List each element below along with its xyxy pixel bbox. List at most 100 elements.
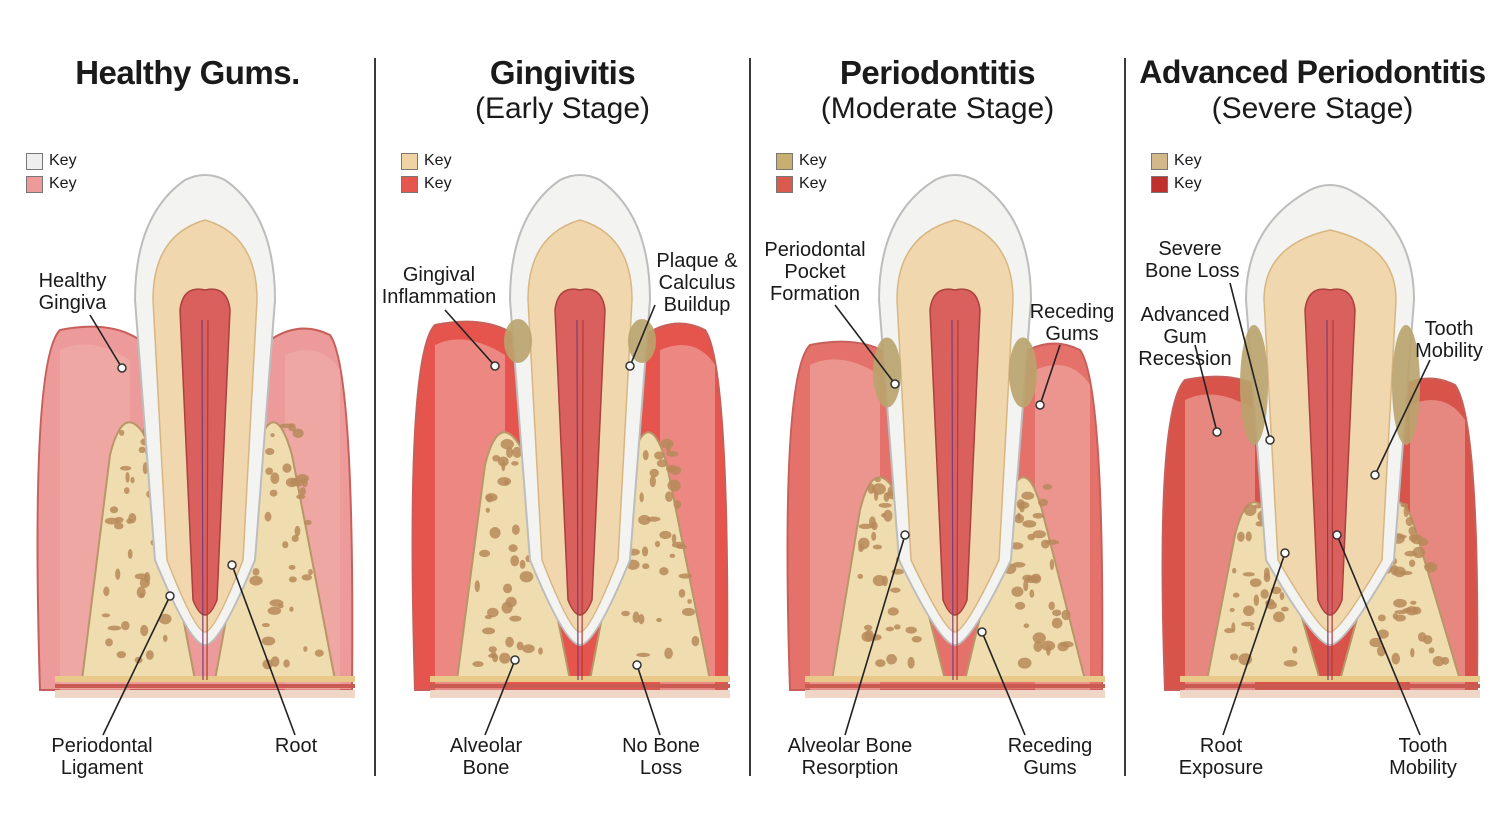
bone-pore (875, 659, 886, 667)
bone-pore (1021, 491, 1035, 500)
bone-pore (296, 494, 306, 500)
bone-pore (1229, 607, 1235, 612)
bone-pore (857, 537, 870, 550)
bone-pore (1398, 570, 1413, 576)
bone-pore (1410, 647, 1415, 658)
callout-dot (632, 660, 642, 670)
bone-pore (512, 446, 522, 458)
blood-vessel (956, 319, 959, 681)
callout-dot (117, 363, 127, 373)
panel-title: Healthy Gums. (75, 54, 300, 91)
bone-pore (1394, 614, 1406, 622)
nerve-vessel (201, 319, 204, 681)
base-stripe (805, 690, 1105, 698)
bone-pore (1011, 586, 1024, 597)
bone-pore (632, 611, 640, 623)
bone-pore (678, 573, 693, 579)
bone-pore (485, 507, 490, 513)
bone-pore (886, 653, 897, 665)
bone-pore (883, 492, 890, 502)
bone-pore (103, 586, 110, 597)
legend-key-inflamed-gum: Key (401, 175, 452, 193)
bone-pore (288, 576, 297, 583)
bone-pore (656, 459, 668, 468)
bone-pore (691, 635, 700, 647)
bone-pore (1377, 614, 1386, 622)
legend-swatch (401, 175, 418, 193)
panel-subtitle: (Severe Stage) (1211, 92, 1414, 125)
bone-pore (642, 450, 649, 461)
bone-pore (114, 522, 124, 530)
bone-pore (681, 607, 696, 617)
bone-pore (118, 429, 125, 436)
base-stripe (1180, 690, 1480, 698)
bone-pore (871, 521, 878, 531)
bone-pore (1042, 483, 1053, 490)
bone-pore (270, 656, 280, 667)
panel-subtitle: (Early Stage) (474, 92, 651, 125)
bone-pore (1243, 605, 1255, 617)
bone-pore (1049, 558, 1055, 571)
callout-dot (1280, 548, 1290, 558)
base-stripe (1180, 676, 1480, 682)
bone-pore (1404, 550, 1417, 557)
bone-pore (1280, 606, 1289, 612)
plaque-deposit (1392, 325, 1420, 445)
callout-line (1229, 282, 1271, 441)
bone-pore (127, 549, 133, 559)
bone-pore (291, 534, 299, 543)
bone-pore (1015, 601, 1026, 610)
bone-pore (1033, 641, 1043, 653)
bone-pore (538, 647, 543, 655)
bone-pore (488, 653, 498, 659)
bone-pore (654, 451, 665, 460)
bone-pore (1237, 531, 1245, 542)
bone-pore (871, 483, 886, 495)
base-stripe (430, 676, 730, 682)
legend-key-plaque: Key (776, 152, 827, 170)
bone-pore (893, 624, 901, 630)
bone-pore (503, 583, 513, 594)
bone-pore (667, 479, 681, 492)
bone-pore (687, 599, 692, 604)
bone-pore (506, 446, 514, 458)
bone-pore (265, 448, 275, 456)
legend-swatch (1151, 175, 1168, 193)
bone-pore (270, 433, 275, 438)
bone-pore (871, 531, 877, 541)
bone-pore (140, 624, 149, 637)
panel-title: Gingivitis (489, 54, 636, 91)
bone-pore (883, 509, 893, 522)
bone-pore (1061, 609, 1071, 621)
bone-pore (136, 586, 146, 599)
bone-pore (125, 471, 130, 483)
bone-pore (1052, 609, 1062, 617)
bone-pore (1263, 567, 1270, 579)
bone-pore (142, 462, 148, 475)
bone-pore (887, 607, 899, 616)
bone-pore (510, 555, 520, 567)
bone-pore (857, 573, 864, 579)
base-stripe (430, 684, 730, 688)
bone-pore (1369, 637, 1383, 648)
base-stripe (1180, 684, 1480, 688)
bone-pore (252, 568, 260, 576)
bone-pore (282, 541, 289, 549)
bone-pore (145, 650, 154, 660)
bone-pore (107, 625, 122, 631)
bone-pore (641, 546, 649, 557)
legend-key-enamel: Key (26, 152, 77, 170)
bone-pore (872, 544, 883, 550)
bone-pore (277, 603, 284, 609)
callout-line (1374, 359, 1431, 476)
bone-pore (1423, 564, 1435, 569)
bone-pore (308, 568, 313, 576)
bone-pore (669, 553, 676, 558)
